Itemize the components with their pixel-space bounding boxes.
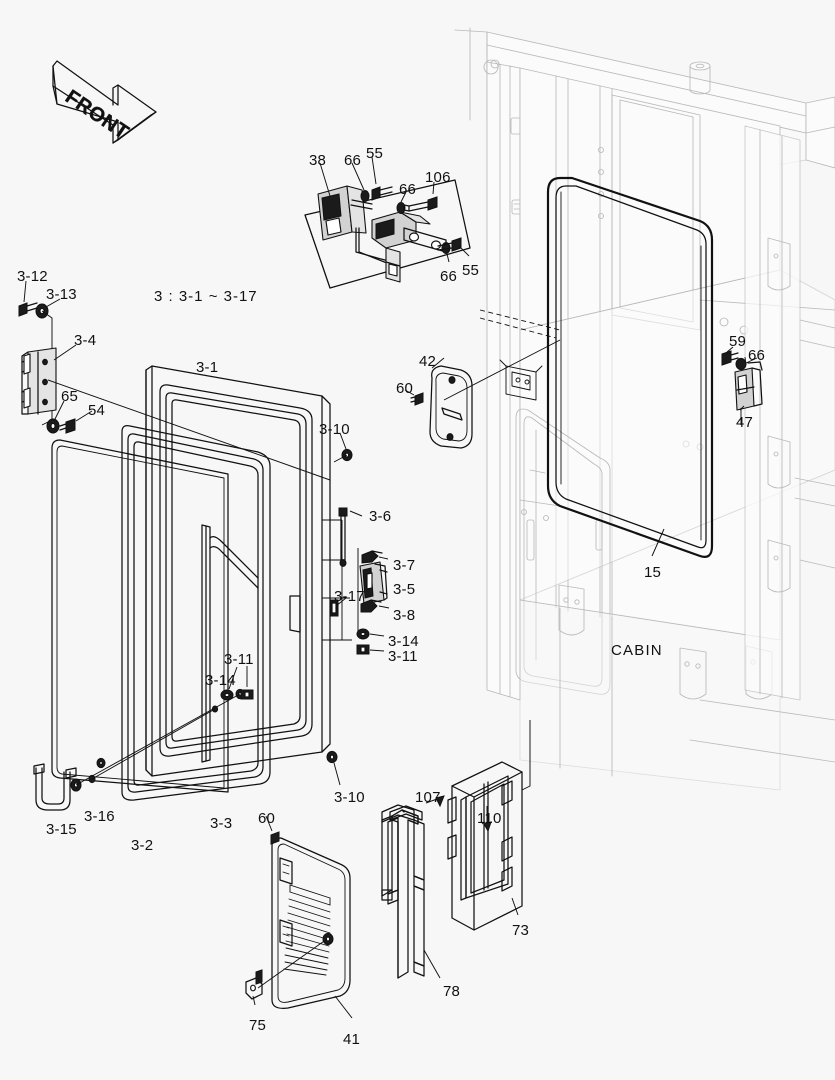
callout-3-7: 3-7	[393, 557, 416, 574]
part-3-5-lock	[359, 561, 388, 605]
callout-73: 73	[512, 922, 530, 939]
fastener-107	[425, 795, 445, 808]
callout-106: 106	[425, 169, 451, 186]
fastener-3-10-upper	[333, 432, 353, 463]
fastener-60-cover	[404, 389, 424, 406]
fastener-3-12	[18, 302, 38, 317]
callout-47: 47	[736, 414, 754, 431]
leader-15	[651, 528, 665, 557]
fastener-65	[46, 418, 60, 434]
part-41-vent-panel	[271, 837, 353, 1019]
leader-42-to-cabin	[443, 339, 561, 401]
leader-75-to-latch	[257, 938, 328, 989]
fastener-66-right-hinge	[735, 357, 747, 371]
callout-110: 110	[477, 810, 502, 827]
fastener-66-right	[396, 202, 406, 214]
callout-65: 65	[61, 388, 79, 405]
callout-3-13: 3-13	[46, 286, 77, 303]
callout-41: 41	[343, 1031, 361, 1048]
callout-55: 55	[366, 145, 384, 162]
callout-78: 78	[443, 983, 461, 1000]
front-orientation-arrow: FRONT	[52, 60, 157, 144]
part-3-17-clip	[329, 599, 339, 617]
callout-3-5: 3-5	[393, 581, 416, 598]
callout-60: 60	[396, 380, 414, 397]
leader-3-16-to-frame	[91, 708, 216, 780]
callout-3-12: 3-12	[17, 268, 48, 285]
callout-15: 15	[644, 564, 662, 581]
left-hinge-group	[18, 280, 331, 481]
part-3-15-handle	[33, 763, 77, 811]
callout-3-14: 3-14	[388, 633, 419, 650]
fastener-66-upper	[360, 190, 370, 202]
part-15-door-seal	[546, 176, 714, 558]
callout-3-10: 3-10	[319, 421, 350, 438]
fastener-3-10-lower	[326, 750, 341, 786]
callout-55: 55	[462, 262, 480, 279]
callout-3-3: 3-3	[210, 815, 233, 832]
callout-3-16: 3-16	[84, 808, 115, 825]
callout-3-10: 3-10	[334, 789, 365, 806]
part-3-6-pin	[338, 507, 348, 567]
part-47-hinge	[734, 356, 763, 411]
door-lock-detail-cluster	[322, 507, 390, 655]
callout-3-8: 3-8	[393, 607, 416, 624]
part-75-knob	[245, 969, 263, 1006]
fastener-110	[481, 806, 492, 833]
fastener-3-11-detail	[356, 644, 370, 655]
fastener-106	[403, 196, 438, 212]
front-arrow-text: FRONT	[61, 86, 132, 144]
part-3-8-clip	[360, 599, 382, 613]
callout-54: 54	[88, 402, 106, 419]
fastener-3-14-detail	[356, 628, 370, 640]
cabin-structure	[454, 27, 835, 791]
callout-3-4: 3-4	[74, 332, 97, 349]
callout-3-15: 3-15	[46, 821, 77, 838]
roof-cylinder	[689, 61, 711, 95]
leader-66-right	[745, 357, 758, 364]
part-73-housing	[447, 761, 523, 931]
part-3-7-clip	[361, 550, 383, 564]
callout-38: 38	[309, 152, 327, 169]
fastener-55-upper	[371, 186, 393, 201]
callout-66: 66	[399, 181, 417, 198]
leader-73-to-cabin	[521, 720, 531, 791]
callout-3-11: 3-11	[388, 648, 418, 665]
callout-66: 66	[748, 347, 766, 364]
callout-3-2: 3-2	[131, 837, 154, 854]
cabin-section-label: CABIN	[611, 642, 663, 659]
fastener-3-14-frame	[220, 689, 234, 701]
callout-42: 42	[419, 353, 437, 370]
callout-66: 66	[440, 268, 458, 285]
callout-59: 59	[729, 333, 747, 350]
callout-66: 66	[344, 152, 362, 169]
callout-3-1: 3-1	[196, 359, 219, 376]
fastener-59	[721, 346, 739, 366]
callout-60: 60	[258, 810, 276, 827]
callout-107: 107	[415, 789, 441, 806]
vent-louvers	[283, 884, 331, 976]
callout-3-14: 3-14	[205, 672, 236, 689]
callout-3-11: 3-11	[224, 651, 254, 668]
leader-3-14-run	[75, 693, 241, 786]
top-latch-assembly	[304, 156, 471, 289]
fastener-3-11-frame	[240, 689, 254, 700]
callout-3-17: 3-17	[334, 588, 365, 605]
part-42-cover-plate	[429, 357, 473, 449]
callout-3-6: 3-6	[369, 508, 392, 525]
fastener-54	[59, 418, 76, 434]
part-3-2-glass	[51, 439, 229, 793]
callout-75: 75	[249, 1017, 267, 1034]
leader-3-14-frame	[228, 666, 238, 690]
fastener-60-vent	[265, 815, 280, 845]
assembly-note: 3 : 3-1 ~ 3-17	[154, 288, 258, 305]
part-78-channel-seal	[381, 804, 441, 979]
